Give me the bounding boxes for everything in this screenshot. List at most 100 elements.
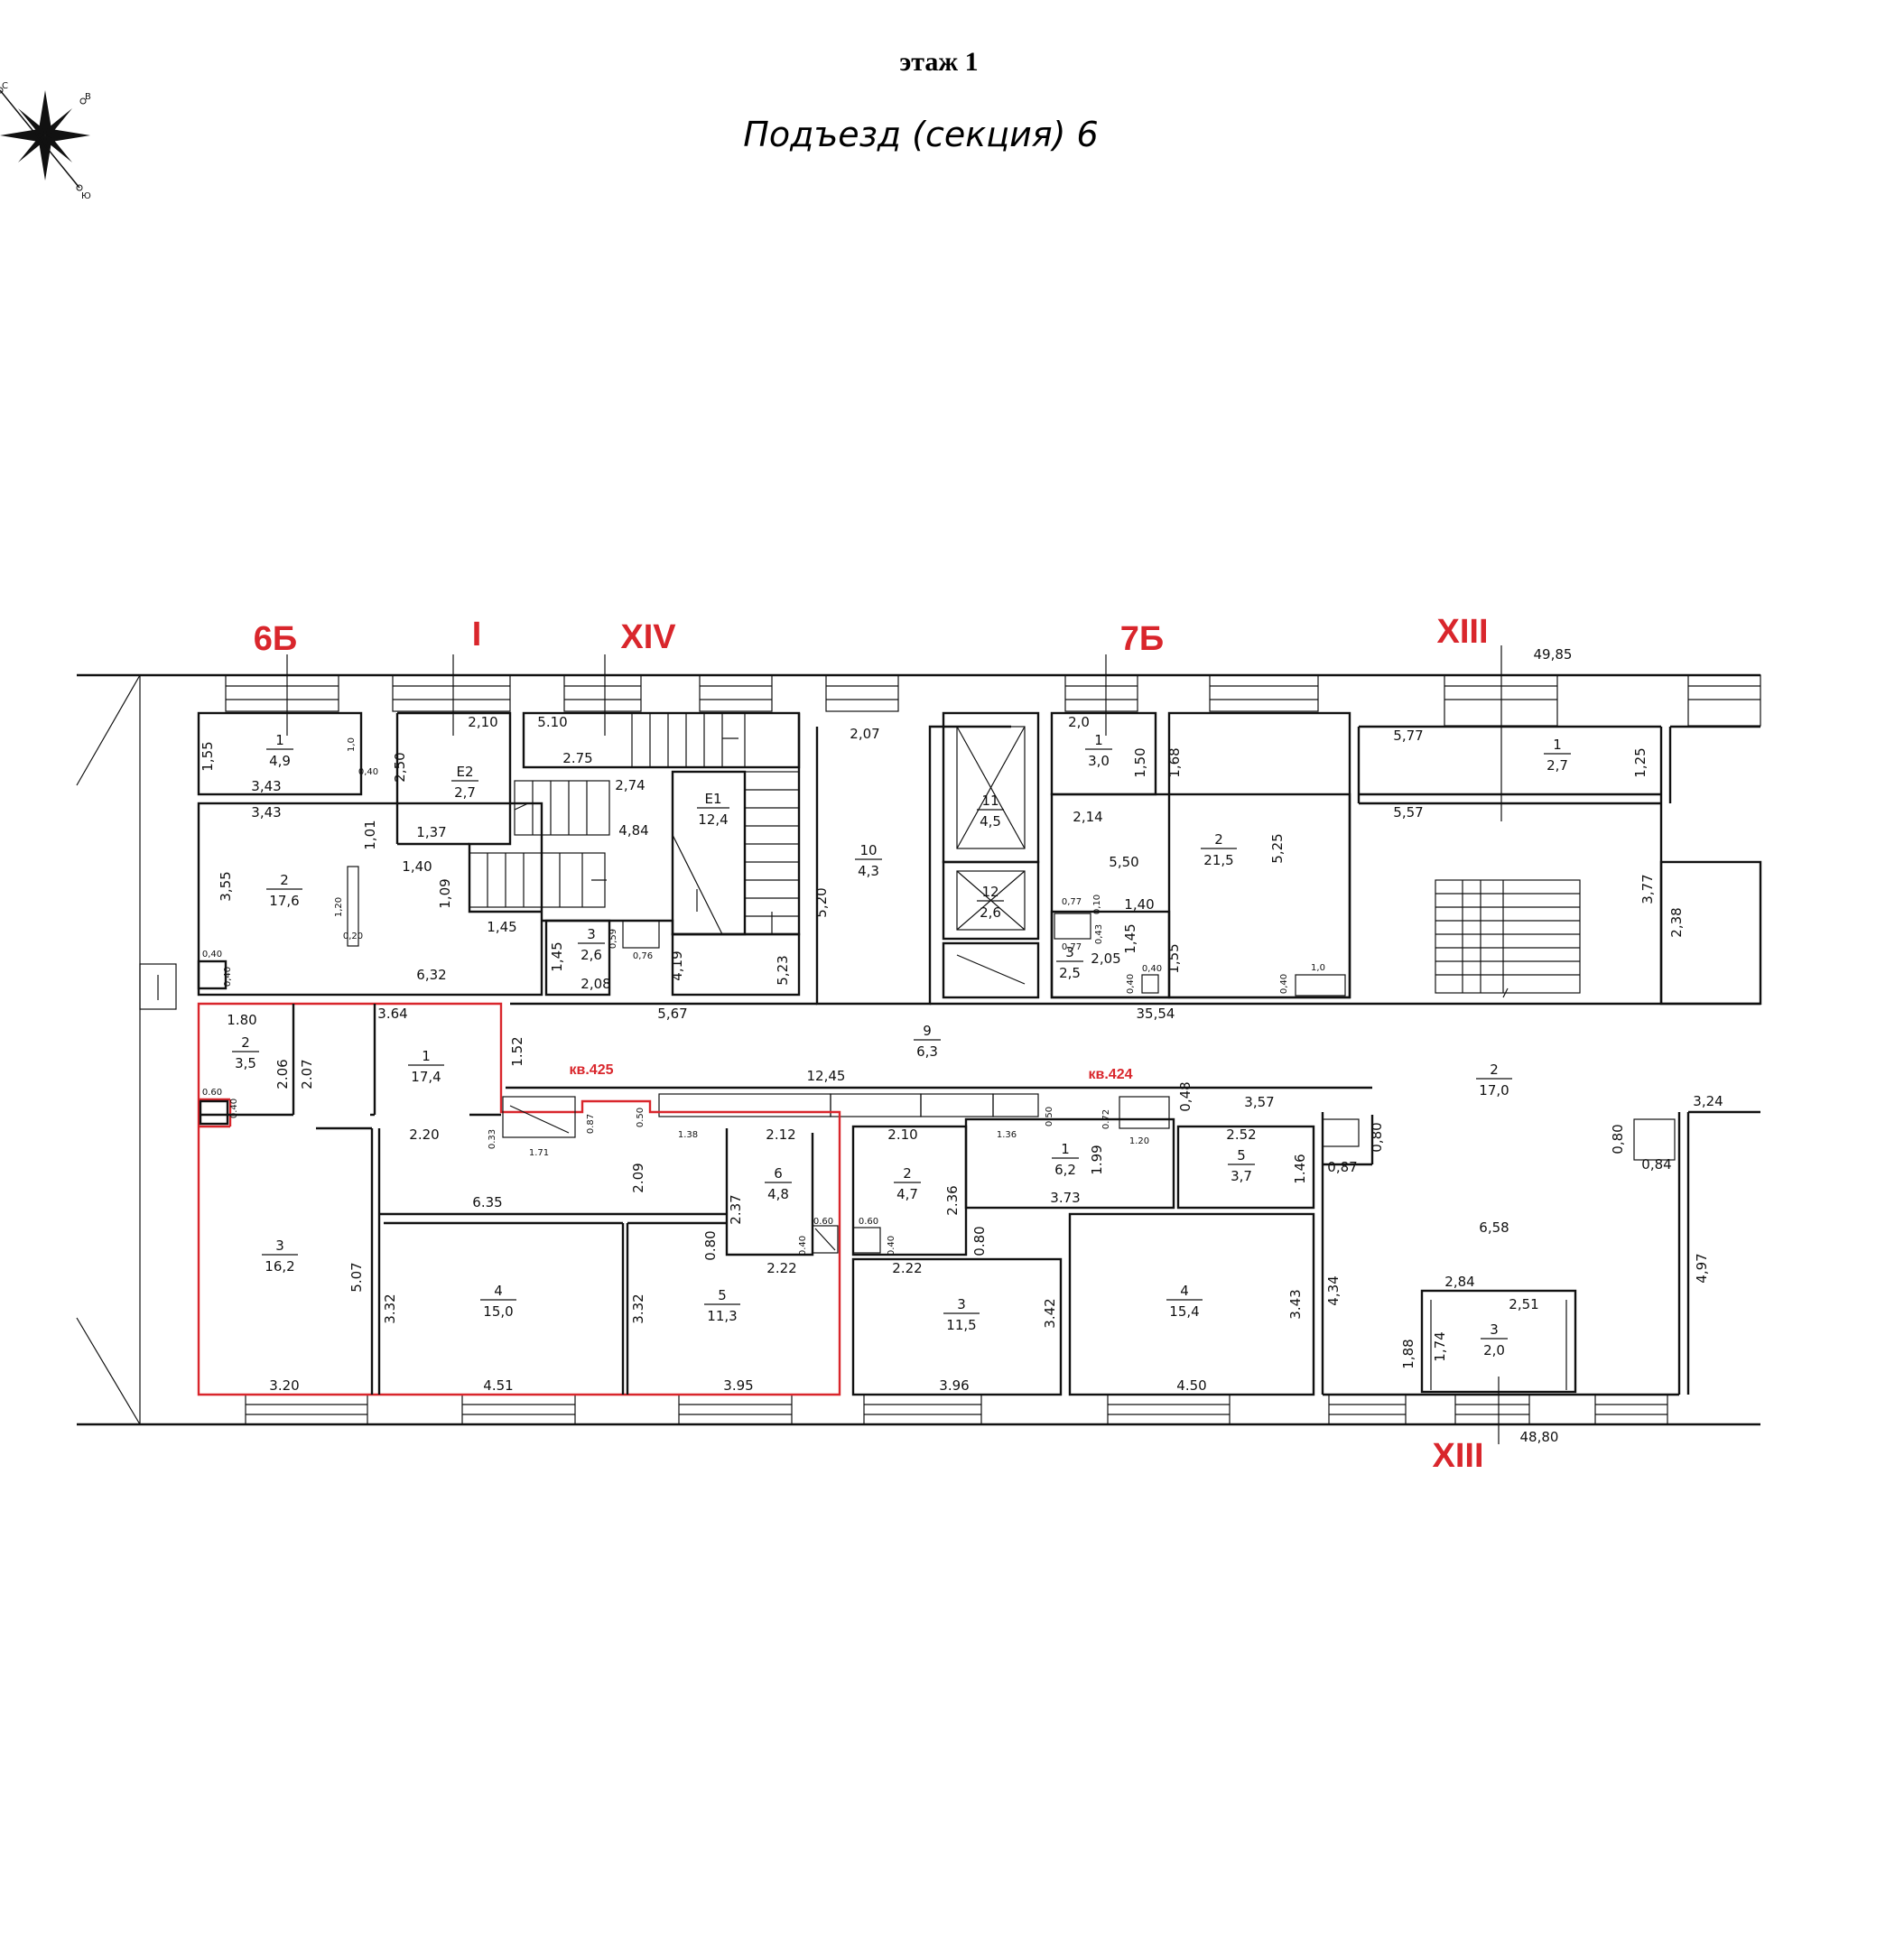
svg-text:48,80: 48,80: [1520, 1429, 1559, 1445]
svg-text:1,88: 1,88: [1400, 1339, 1416, 1368]
apartment-424-label: кв.424: [1089, 1067, 1133, 1082]
svg-text:12: 12: [981, 884, 998, 900]
svg-text:0,40: 0,40: [202, 950, 222, 960]
svg-text:4,8: 4,8: [767, 1186, 789, 1202]
svg-text:3.95: 3.95: [723, 1377, 753, 1394]
svg-text:0,40: 0,40: [1142, 964, 1162, 974]
svg-text:1,50: 1,50: [1132, 747, 1148, 777]
svg-text:4,5: 4,5: [980, 813, 1001, 830]
svg-text:11: 11: [981, 793, 998, 809]
room-6b-1: 14,9: [266, 732, 293, 769]
svg-text:0.80: 0.80: [971, 1226, 988, 1256]
svg-text:0,48: 0,48: [1177, 1081, 1193, 1111]
svg-text:2: 2: [241, 1034, 250, 1051]
svg-text:1.71: 1.71: [529, 1148, 549, 1158]
axis-XIV: XIV: [620, 618, 676, 656]
svg-text:4,7: 4,7: [896, 1186, 918, 1202]
svg-text:2,5: 2,5: [1059, 965, 1081, 981]
svg-text:2,6: 2,6: [980, 904, 1001, 921]
svg-text:10: 10: [859, 842, 877, 858]
svg-text:2.75: 2.75: [562, 750, 592, 766]
svg-text:5.07: 5.07: [348, 1262, 365, 1292]
svg-text:2.07: 2.07: [299, 1059, 315, 1089]
svg-text:3,24: 3,24: [1693, 1093, 1723, 1109]
svg-text:2,50: 2,50: [392, 752, 408, 782]
axis-7b: 7Б: [1120, 620, 1164, 658]
compass-letter-s: Ю: [81, 191, 91, 201]
axis-6b: 6Б: [254, 620, 297, 658]
compass-rose-icon: С В Ю: [0, 81, 91, 201]
svg-text:2.37: 2.37: [728, 1194, 744, 1224]
room-425-2: 23,5: [232, 1034, 259, 1071]
svg-text:2,08: 2,08: [580, 976, 610, 992]
svg-text:3.32: 3.32: [382, 1293, 398, 1323]
svg-text:2,14: 2,14: [1073, 809, 1102, 825]
svg-text:3,0: 3,0: [1088, 753, 1110, 769]
room-424-5: 53,7: [1228, 1147, 1255, 1184]
svg-text:2.20: 2.20: [409, 1126, 439, 1143]
room-425-3: 316,2: [262, 1238, 298, 1275]
svg-text:0,80: 0,80: [1610, 1124, 1626, 1154]
svg-text:11,5: 11,5: [946, 1317, 976, 1333]
svg-text:6,3: 6,3: [916, 1043, 938, 1060]
compass-letter-e: В: [85, 92, 91, 102]
svg-text:1.46: 1.46: [1292, 1154, 1308, 1183]
svg-text:2,84: 2,84: [1444, 1274, 1474, 1290]
svg-text:4.50: 4.50: [1176, 1377, 1206, 1394]
svg-text:1,55: 1,55: [200, 741, 216, 771]
svg-text:1,01: 1,01: [362, 820, 378, 849]
svg-text:0.50: 0.50: [636, 1108, 646, 1127]
svg-text:15,0: 15,0: [483, 1303, 513, 1320]
compass-letter-n: С: [2, 81, 8, 91]
svg-text:5,57: 5,57: [1393, 804, 1423, 821]
room-9: 96,3: [914, 1023, 941, 1060]
svg-text:1: 1: [1094, 732, 1103, 748]
svg-text:0.60: 0.60: [202, 1088, 222, 1098]
svg-text:0.33: 0.33: [488, 1129, 497, 1149]
staircase-xiii: [1435, 879, 1581, 998]
svg-text:6.35: 6.35: [472, 1194, 502, 1210]
svg-text:2: 2: [1214, 831, 1223, 848]
svg-text:6,32: 6,32: [416, 967, 446, 983]
room-424-4: 415,4: [1166, 1283, 1203, 1320]
svg-text:0,40: 0,40: [223, 967, 233, 987]
svg-text:5,50: 5,50: [1109, 854, 1138, 870]
svg-text:0,43: 0,43: [1094, 924, 1104, 944]
svg-text:3: 3: [1065, 944, 1074, 960]
apartment-425-label: кв.425: [570, 1062, 614, 1078]
svg-text:1,0: 1,0: [347, 737, 357, 752]
svg-text:2.12: 2.12: [766, 1126, 795, 1143]
svg-text:1.20: 1.20: [1129, 1136, 1149, 1146]
svg-text:6,58: 6,58: [1479, 1219, 1509, 1236]
axis-markers: 6Б I XIV 7Б XIII XIII: [254, 613, 1502, 1475]
svg-text:3.32: 3.32: [630, 1293, 646, 1323]
floor-title: этаж 1: [899, 47, 978, 77]
svg-text:4,34: 4,34: [1325, 1275, 1342, 1305]
svg-text:3: 3: [957, 1296, 966, 1312]
svg-text:12,4: 12,4: [698, 811, 728, 828]
svg-text:0,20: 0,20: [343, 932, 363, 941]
svg-text:3: 3: [587, 926, 596, 942]
svg-text:0,59: 0,59: [608, 929, 618, 949]
svg-text:0.80: 0.80: [702, 1230, 719, 1260]
svg-text:2,7: 2,7: [454, 784, 476, 801]
svg-text:1.80: 1.80: [227, 1012, 256, 1028]
svg-text:3.42: 3.42: [1042, 1298, 1058, 1328]
svg-text:1,68: 1,68: [1166, 747, 1183, 777]
room-425-6: 64,8: [765, 1165, 792, 1202]
room-7b-1: 13,0: [1085, 732, 1112, 769]
svg-text:4,19: 4,19: [669, 950, 685, 980]
room-11: 114,5: [977, 793, 1004, 830]
svg-text:0,40: 0,40: [1279, 974, 1289, 994]
svg-text:2.36: 2.36: [944, 1185, 961, 1215]
axis-XIII-bottom: XIII: [1432, 1437, 1483, 1475]
room-7b-3: 32,5: [1056, 944, 1083, 981]
svg-text:3.20: 3.20: [269, 1377, 299, 1394]
svg-text:1,45: 1,45: [1122, 923, 1138, 953]
svg-text:2,05: 2,05: [1091, 950, 1120, 967]
svg-text:0.40: 0.40: [798, 1236, 808, 1256]
svg-text:5,25: 5,25: [1269, 833, 1286, 863]
svg-text:3: 3: [1490, 1321, 1499, 1338]
